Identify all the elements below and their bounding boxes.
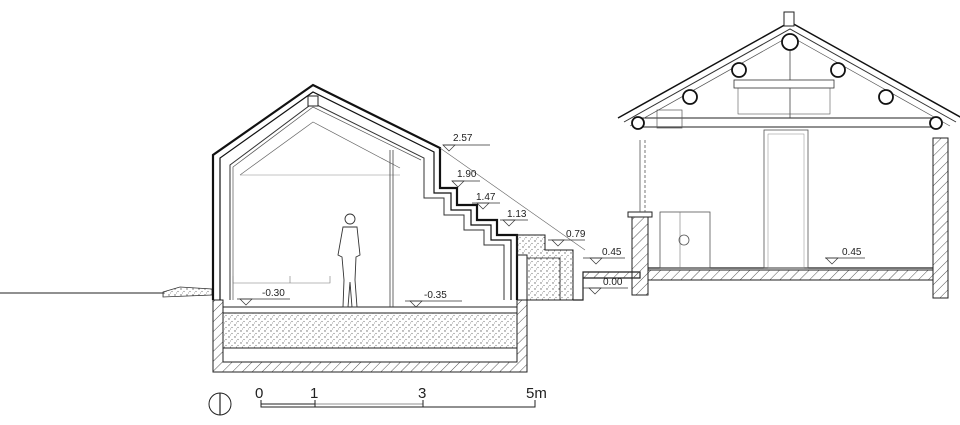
level-mark-step1: 1.90: [451, 169, 480, 188]
level-mark-step4: 0.79: [548, 229, 586, 247]
level-mark-step2: 1.47: [472, 192, 500, 210]
level-label-step2: 1.47: [476, 192, 496, 203]
level-label-step3: 1.13: [507, 209, 527, 220]
level-label-step1: 1.90: [457, 169, 477, 180]
level-mark-floor-right: -0.35: [405, 290, 462, 308]
level-mark-floor-left: -0.30: [237, 288, 290, 306]
level-mark-terrace: 0.45: [583, 247, 625, 265]
person-silhouette-icon: [337, 213, 361, 308]
level-label-floor-right: -0.35: [424, 290, 447, 301]
ground-line: [0, 286, 213, 298]
level-mark-ground: 0.00: [583, 277, 628, 295]
traditional-hall: [617, 11, 960, 299]
level-label-roof: 2.57: [453, 133, 473, 144]
north-arrow-icon: [208, 392, 232, 416]
scale-bar: 0 1 3 5m: [255, 385, 547, 408]
level-label-terrace: 0.45: [602, 247, 622, 258]
scale-tick-1: 1: [310, 385, 318, 402]
level-mark-roof: 2.57: [442, 133, 490, 152]
scale-tick-5m: 5m: [526, 385, 547, 402]
level-label-ground: 0.00: [603, 277, 623, 288]
level-label-step4: 0.79: [566, 229, 586, 240]
sunken-pavilion: [211, 83, 586, 373]
level-label-floor-left: -0.30: [262, 288, 285, 299]
scale-tick-3: 3: [418, 385, 426, 402]
level-mark-hall-floor: 0.45: [825, 247, 865, 265]
level-mark-step3: 1.13: [500, 209, 528, 227]
scale-tick-0: 0: [255, 385, 263, 402]
level-label-hall-floor: 0.45: [842, 247, 862, 258]
